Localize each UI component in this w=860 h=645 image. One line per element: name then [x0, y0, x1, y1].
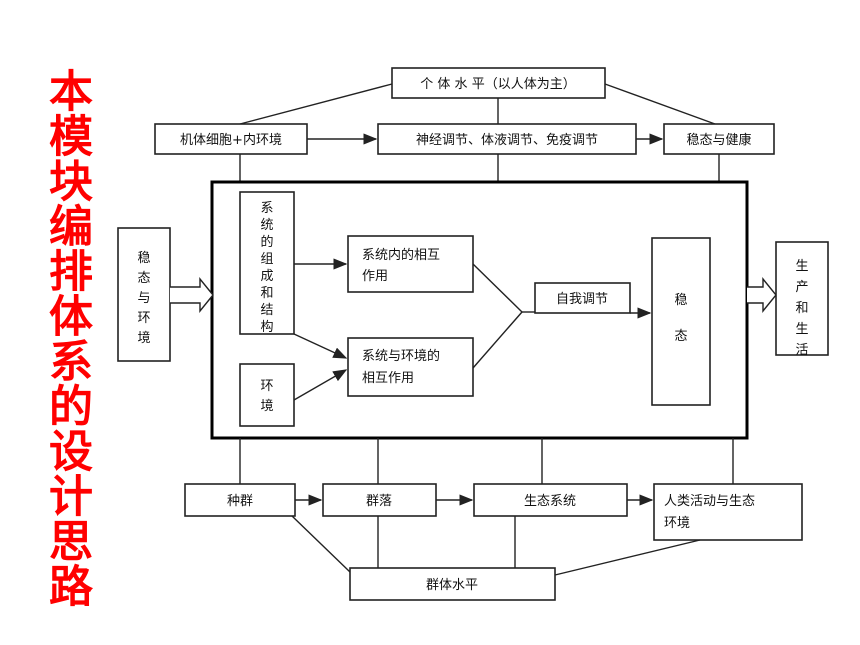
- individual-level-label: 个 体 水 平（以人体为主）: [420, 77, 575, 92]
- environment-box: [239, 363, 295, 427]
- environment-label: 环境: [260, 379, 273, 414]
- sys-env-box: [347, 337, 474, 397]
- steady-label: 稳态: [674, 292, 687, 344]
- cell-env-box: [154, 123, 308, 155]
- regulation-label: 神经调节、体液调节、免疫调节: [416, 132, 598, 148]
- population-label: 种群: [227, 494, 253, 509]
- self-reg-box: [534, 282, 631, 314]
- steady-env-box: [117, 227, 171, 362]
- sys-env-label-2: 相互作用: [362, 371, 414, 386]
- steady-env-label: 稳态与环境: [137, 250, 150, 346]
- production-box: [775, 241, 829, 356]
- community-label: 群落: [366, 494, 392, 509]
- side-title: 本模块编排体系的设计思路: [41, 68, 92, 608]
- group-level-box: [349, 567, 556, 601]
- health-label: 稳态与健康: [686, 132, 751, 148]
- ecosystem-label: 生态系统: [524, 494, 576, 509]
- output-double-arrow: [747, 277, 777, 313]
- main-system-frame: [210, 180, 749, 440]
- population-box: [184, 483, 296, 517]
- input-double-arrow: [170, 277, 214, 313]
- sys-internal-label-2: 作用: [362, 269, 388, 284]
- cell-env-label: 机体细胞+内环境: [180, 132, 282, 148]
- regulation-box: [377, 123, 637, 155]
- individual-level-box: [391, 67, 606, 99]
- sys-structure-label: 系统的组成和结构: [260, 201, 273, 335]
- self-reg-label: 自我调节: [556, 292, 608, 307]
- group-level-label: 群体水平: [426, 578, 478, 593]
- steady-box: [651, 237, 711, 406]
- sys-internal-box: [347, 235, 474, 293]
- human-activity-label-1: 人类活动与生态: [664, 494, 755, 509]
- ecosystem-box: [473, 483, 628, 517]
- human-activity-label-2: 环境: [664, 516, 690, 531]
- production-label: 生产和生活: [795, 259, 808, 358]
- sys-env-label-1: 系统与环境的: [362, 348, 440, 364]
- sys-internal-label-1: 系统内的相互: [362, 247, 440, 263]
- sys-structure-box: [239, 191, 295, 335]
- human-activity-box: [653, 483, 803, 541]
